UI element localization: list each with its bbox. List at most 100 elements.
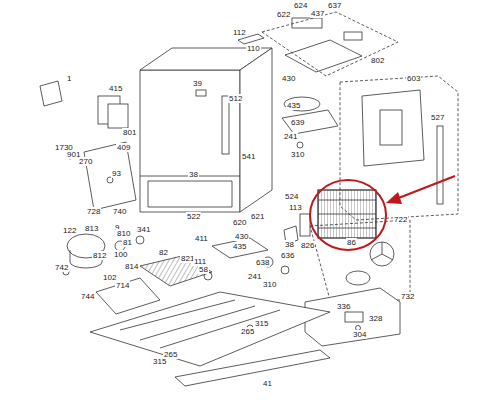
callout-number: 826 xyxy=(300,241,315,250)
condenser-coil xyxy=(140,256,212,286)
callout-number: 620 xyxy=(232,218,247,227)
callout-number: 310 xyxy=(290,150,305,159)
ice-maker xyxy=(285,40,362,72)
callout-number: 58 xyxy=(198,265,209,274)
ice-part xyxy=(344,32,362,40)
part xyxy=(136,236,144,244)
callout-number: 415 xyxy=(108,84,123,93)
panel xyxy=(108,104,128,128)
highlight-circle xyxy=(310,180,386,250)
callout-number: 512 xyxy=(228,94,243,103)
drawer-frame xyxy=(148,181,232,207)
callout-number: 270 xyxy=(78,157,93,166)
callout-number: 603 xyxy=(406,74,421,83)
tray xyxy=(284,97,320,111)
callout-number: 411 xyxy=(194,234,209,243)
duct xyxy=(362,90,424,166)
callout-number: 638 xyxy=(255,258,270,267)
group-outline xyxy=(310,220,410,300)
callout-number: 38 xyxy=(188,170,199,179)
callout-number: 93 xyxy=(111,169,122,178)
callout-number: 38 xyxy=(284,240,295,249)
callout-number: 100 xyxy=(113,250,128,259)
callout-number: 814 xyxy=(124,262,139,271)
callout-number: 742 xyxy=(54,263,69,272)
callout-number: 430 xyxy=(234,232,249,241)
callout-number: 812 xyxy=(92,251,107,260)
callout-number: 624 xyxy=(293,1,308,10)
highlight-arrow xyxy=(396,176,455,199)
callout-number: 81 xyxy=(122,238,133,247)
part xyxy=(281,266,289,274)
callout-number: 241 xyxy=(283,132,298,141)
drain-pan xyxy=(96,278,160,314)
callout-number: 122 xyxy=(62,226,77,235)
callout-number: 639 xyxy=(290,118,305,127)
callout-number: 310 xyxy=(262,280,277,289)
callout-number: 802 xyxy=(370,56,385,65)
callout-number: 265 xyxy=(163,350,178,359)
sheet xyxy=(40,81,62,106)
cover xyxy=(282,110,338,134)
callout-number: 113 xyxy=(288,203,303,212)
callout-number: 522 xyxy=(186,212,201,221)
callout-number: 437 xyxy=(310,9,325,18)
callout-number: 728 xyxy=(86,207,101,216)
duct-opening xyxy=(380,110,402,145)
callout-number: 265 xyxy=(240,327,255,336)
plate xyxy=(212,238,268,258)
callout-number: 622 xyxy=(276,10,291,19)
base-rib xyxy=(120,300,280,348)
group-outline xyxy=(262,12,398,76)
callout-number: 621 xyxy=(250,212,265,221)
callout-number: 409 xyxy=(116,143,131,152)
callout-number: 732 xyxy=(400,292,415,301)
screw xyxy=(297,142,303,148)
callout-number: 527 xyxy=(430,113,445,122)
cabinet-side xyxy=(240,48,272,212)
evaporator xyxy=(318,190,376,238)
callout-number: 813 xyxy=(84,224,99,233)
evaporator-frame xyxy=(318,190,376,238)
callout-number: 714 xyxy=(115,281,130,290)
callout-number: 541 xyxy=(241,152,256,161)
callout-number: 341 xyxy=(136,225,151,234)
arrow-head xyxy=(386,192,402,204)
cover-panel xyxy=(305,288,400,346)
callout-number: 304 xyxy=(352,330,367,339)
callout-number: 430 xyxy=(281,74,296,83)
motor xyxy=(346,271,370,285)
heater xyxy=(300,214,310,236)
callout-number: 435 xyxy=(232,242,247,251)
fan xyxy=(370,242,394,266)
callout-number: 112 xyxy=(232,28,247,37)
ice-part xyxy=(292,18,322,28)
callout-number: 744 xyxy=(80,292,95,301)
callout-number: 41 xyxy=(262,379,273,388)
callout-number: 39 xyxy=(192,79,203,88)
callout-number: 636 xyxy=(280,251,295,260)
callout-number: 315 xyxy=(254,319,269,328)
callout-number: 1 xyxy=(66,74,72,83)
callout-number: 740 xyxy=(112,207,127,216)
bracket xyxy=(345,312,363,322)
callout-number: 82 xyxy=(158,248,169,257)
callout-number: 86 xyxy=(346,238,357,247)
callout-number: 435 xyxy=(286,101,301,110)
cabinet-front xyxy=(140,70,240,212)
back-panel xyxy=(84,142,136,210)
front-rail xyxy=(175,350,330,386)
lamp xyxy=(196,90,206,96)
callout-number: 637 xyxy=(327,1,342,10)
bar xyxy=(437,126,443,204)
rail xyxy=(222,96,229,154)
callout-number: 801 xyxy=(122,128,137,137)
callout-number: 722 xyxy=(393,215,408,224)
callout-number: 241 xyxy=(247,272,262,281)
callout-number: 110 xyxy=(246,44,261,53)
callout-number: 810 xyxy=(116,229,131,238)
fan-blade xyxy=(371,242,393,260)
callout-number: 524 xyxy=(284,192,299,201)
callout-number: 336 xyxy=(336,302,351,311)
